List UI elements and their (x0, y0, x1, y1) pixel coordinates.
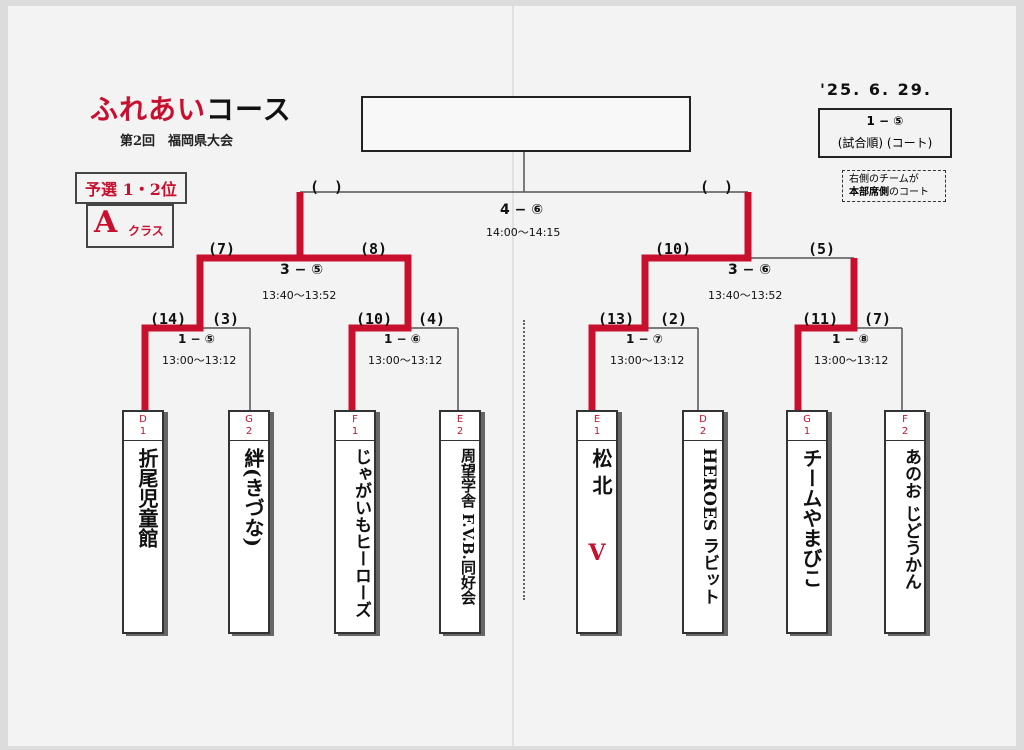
prelim-label: 予選 1・2位 (75, 172, 187, 204)
team-name: あのお じどうかん (901, 448, 921, 590)
paper-fold (512, 6, 514, 746)
win-path-right-1 (588, 192, 752, 410)
q3-match: 1 − ⑦ (626, 332, 663, 346)
team-name: 絆(きづな) (241, 448, 265, 547)
team-name: チームやまびこ (799, 448, 823, 588)
page-title: ふれあいコース (90, 93, 292, 126)
semi1-seed-b: (8) (360, 240, 388, 258)
final-match: 4 − ⑥ (500, 202, 544, 218)
win-path-right-2 (794, 258, 858, 410)
center-divider (523, 320, 527, 600)
champion-box (361, 96, 691, 152)
team-name: HEROES ラビット (699, 448, 719, 606)
q2-match: 1 − ⑥ (384, 332, 421, 346)
semi1-match: 3 − ⑤ (280, 262, 324, 278)
class-badge: A クラス (86, 204, 174, 248)
q2-seed-a: (10) (356, 310, 393, 328)
tournament-subtitle: 第2回 福岡県大会 (120, 134, 234, 149)
semi2-time: 13:40〜13:52 (708, 289, 783, 302)
q4-seed-b: (7) (864, 310, 892, 328)
legend-box: 1 − ⑤ (試合順) (コート) (818, 108, 952, 158)
semi2-seed-a: (10) (655, 240, 692, 258)
team-name: 折尾児童館 (135, 448, 159, 548)
winner-mark: V (588, 540, 606, 566)
final-time: 14:00〜14:15 (486, 226, 561, 239)
q1-time: 13:00〜13:12 (162, 354, 237, 367)
final-left-seed: ( ) (310, 178, 344, 196)
team-name: じゃがいもヒーローズ (351, 448, 371, 618)
legend-line1: 1 − ⑤ (866, 114, 904, 128)
q4-time: 13:00〜13:12 (814, 354, 889, 367)
team-name: 周望学舎 F.V.B.同好会 (459, 448, 477, 605)
win-path-left-1 (141, 192, 304, 410)
q1-match: 1 − ⑤ (178, 332, 215, 346)
event-date: '25. 6. 29. (820, 80, 932, 99)
semi2-seed-b: (5) (808, 240, 836, 258)
semi2-match: 3 − ⑥ (728, 262, 772, 278)
q4-match: 1 − ⑧ (832, 332, 869, 346)
court-note: 右側のチームが 本部席側のコート (842, 170, 946, 202)
q1-seed-a: (14) (150, 310, 187, 328)
final-right-seed: ( ) (700, 178, 734, 196)
q2-time: 13:00〜13:12 (368, 354, 443, 367)
win-path-left-2 (300, 254, 412, 410)
q3-time: 13:00〜13:12 (610, 354, 685, 367)
q3-seed-a: (13) (598, 310, 635, 328)
semi1-time: 13:40〜13:52 (262, 289, 337, 302)
q4-seed-a: (11) (802, 310, 839, 328)
q2-seed-b: (4) (418, 310, 446, 328)
class-suffix: クラス (128, 224, 164, 238)
class-letter: A (94, 205, 118, 240)
q1-seed-b: (3) (212, 310, 240, 328)
semi1-seed-a: (7) (208, 240, 236, 258)
legend-line2: (試合順) (コート) (837, 136, 933, 150)
team-name: 松 北 (589, 448, 613, 495)
q3-seed-b: (2) (660, 310, 688, 328)
